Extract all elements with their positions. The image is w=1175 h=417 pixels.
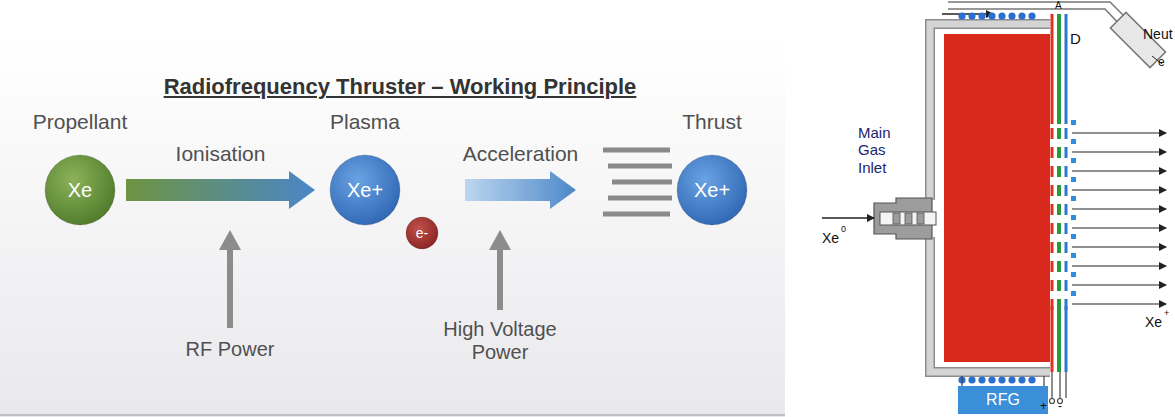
edge-label: Acceleration — [463, 142, 579, 166]
process-arrow — [465, 171, 576, 209]
part-label: e — [1158, 56, 1165, 70]
node-heading: Thrust — [682, 110, 742, 134]
part-label: + — [1164, 308, 1169, 318]
node-heading: Plasma — [330, 110, 400, 134]
part-label: A — [1055, 0, 1062, 12]
panel-background — [0, 40, 785, 417]
power-arrow — [219, 230, 511, 328]
particle-circle: PlasmaXe+ — [329, 154, 401, 226]
part-label: + — [1040, 400, 1047, 414]
diagram-title: Radiofrequency Thruster – Working Princi… — [164, 74, 637, 99]
node-label: Xe+ — [347, 179, 383, 202]
part-label: D — [1070, 30, 1081, 47]
particle-circle: ThrustXe+ — [676, 154, 748, 226]
panel-rule — [0, 414, 785, 416]
edge-label: Ionisation — [176, 142, 266, 166]
rf-coil — [958, 12, 1035, 383]
node-heading: Propellant — [33, 110, 128, 134]
particle-circle: PropellantXe — [44, 154, 116, 226]
generator-box: RFG — [958, 386, 1048, 414]
part-label: Xe — [1145, 314, 1162, 330]
node-label: RFG — [986, 391, 1020, 409]
ion-beam-arrows — [1071, 120, 1166, 304]
node-label: Xe+ — [694, 179, 730, 202]
plasma-chamber — [944, 34, 1050, 362]
part-label: High Voltage Power — [440, 318, 560, 364]
extraction-grids — [1052, 14, 1066, 372]
process-arrow — [126, 171, 315, 209]
part-label: RF Power — [186, 338, 275, 361]
thruster-housing — [930, 24, 1050, 372]
part-label: - — [1058, 400, 1062, 414]
part-label: Xe — [822, 230, 839, 246]
particle-circle: e- — [405, 216, 439, 250]
part-label: Main Gas Inlet — [858, 124, 908, 176]
part-label: Neut — [1143, 26, 1173, 42]
thrust-streaks — [603, 150, 672, 214]
node-label: e- — [416, 225, 428, 241]
node-label: Xe — [68, 179, 92, 202]
part-label: 0 — [841, 224, 846, 234]
